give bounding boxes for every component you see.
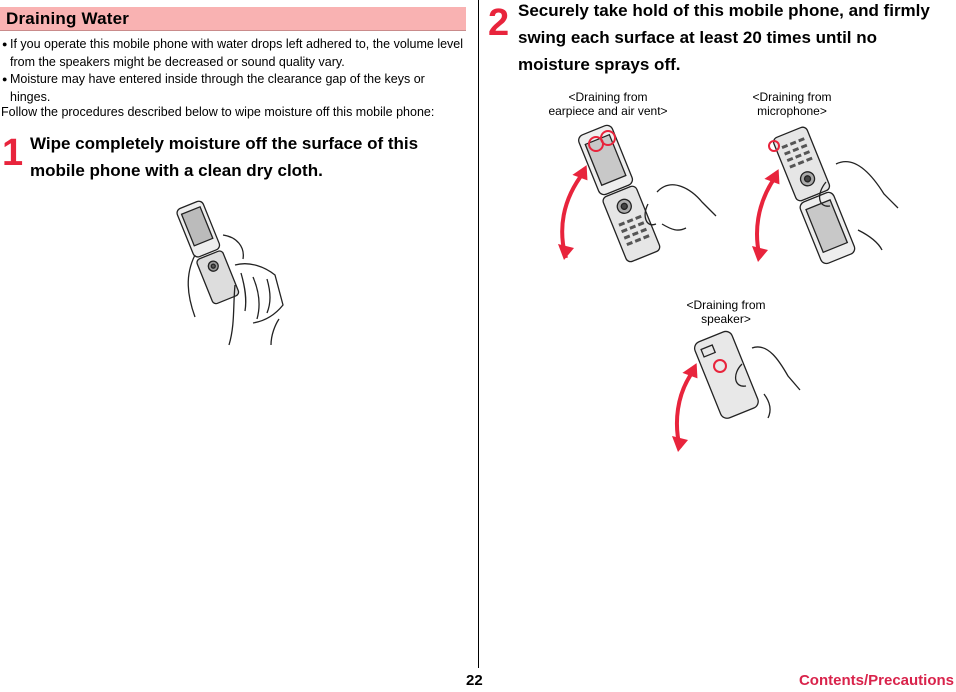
wiping-phone-illustration [176,200,284,346]
caption-line: microphone> [757,104,827,118]
step-2-line-1: Securely take hold of this mobile phone,… [518,1,930,20]
caption-line: speaker> [701,312,751,326]
caption-earpiece: <Draining from earpiece and air vent> [538,90,678,118]
caption-line: <Draining from [752,90,832,104]
bullet-icon: ● [2,74,8,84]
page-number: 22 [466,672,483,689]
caption-speaker: <Draining from speaker> [676,298,776,326]
step-1-number: 1 [2,132,24,174]
caption-line: <Draining from [686,298,766,312]
step-2-line-2: swing each surface at least 20 times unt… [518,28,878,47]
instructions-intro: Follow the procedures described below to… [1,105,435,119]
step-2-number: 2 [488,2,510,44]
list-item: ● If you operate this mobile phone with … [2,36,464,71]
earpiece-swing-illustration [558,124,717,263]
bullet-text: If you operate this mobile phone with wa… [10,37,464,69]
section-title: Draining Water [6,9,130,28]
list-item: ● Moisture may have entered inside throu… [2,71,464,106]
bullet-list: ● If you operate this mobile phone with … [2,36,464,106]
step-1-text: Wipe completely moisture off the surface… [30,130,418,184]
section-header: Draining Water [0,7,466,31]
column-divider [478,0,479,668]
bullet-icon: ● [2,39,8,49]
step-1-line-1: Wipe completely moisture off the surface… [30,134,419,153]
contents-precautions-link[interactable]: Contents/Precautions [798,672,954,689]
step-2-text: Securely take hold of this mobile phone,… [518,0,930,78]
caption-line: <Draining from [568,90,648,104]
step-1-line-2: mobile phone with a clean dry cloth. [30,161,323,180]
caption-microphone: <Draining from microphone> [742,90,842,118]
bullet-text: Moisture may have entered inside through… [10,72,425,104]
caption-line: earpiece and air vent> [548,104,668,118]
speaker-swing-illustration [672,330,801,452]
step-2-line-3: moisture sprays off. [518,55,681,74]
microphone-swing-illustration [752,126,899,265]
